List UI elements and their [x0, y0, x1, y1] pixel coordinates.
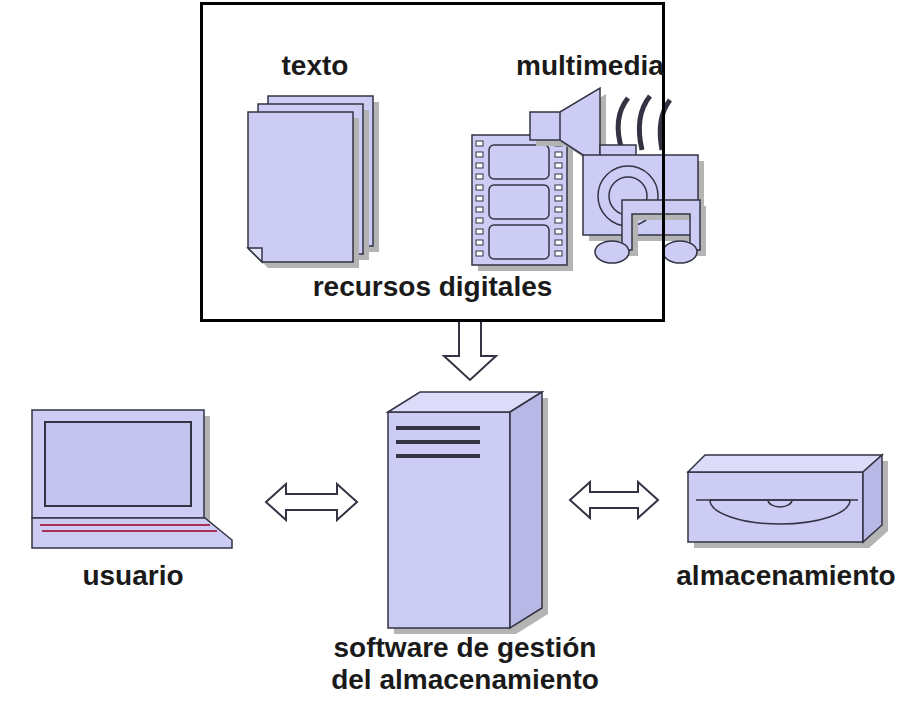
film-holes	[476, 141, 562, 256]
node-label: multimedia	[516, 50, 664, 82]
film-hole	[555, 229, 562, 234]
storage-server: software de gestión del almacenamiento	[385, 390, 545, 630]
film-hole	[555, 152, 562, 157]
film-frame	[489, 185, 549, 219]
film-hole	[476, 218, 483, 223]
multimedia-icon	[472, 88, 706, 271]
node-label: texto	[282, 50, 349, 82]
film-hole	[476, 240, 483, 245]
laptop-screen	[45, 422, 191, 506]
server-slots	[396, 428, 480, 456]
multimedia-resource: multimedia	[465, 50, 715, 270]
drive-side	[863, 455, 882, 542]
block-arrow	[266, 484, 357, 520]
text-resource: texto	[240, 50, 390, 270]
server-front	[388, 412, 510, 628]
drive-top	[688, 455, 882, 472]
node-label: usuario	[82, 560, 183, 592]
node-label: software de gestión del almacenamiento	[315, 632, 615, 696]
laptop-base	[32, 518, 232, 548]
film-hole	[555, 240, 562, 245]
film-strip	[472, 135, 567, 265]
film-hole	[476, 207, 483, 212]
user-laptop: usuario	[30, 408, 236, 550]
laptop-icon	[32, 410, 232, 548]
note-head	[595, 241, 629, 263]
note-head	[663, 241, 697, 263]
film-hole	[476, 229, 483, 234]
film-hole	[555, 218, 562, 223]
laptop-keys	[40, 525, 217, 531]
drive-slot	[696, 499, 858, 501]
resource-panel: recursos digitales texto multimedia	[200, 2, 665, 322]
film-hole	[476, 196, 483, 201]
node-label: recursos digitales	[313, 271, 553, 303]
pages-icon	[248, 96, 379, 268]
camera-body	[583, 155, 698, 235]
film-hole	[476, 251, 483, 256]
laptop-lid	[32, 410, 204, 518]
film-hole	[555, 207, 562, 212]
film-hole	[555, 163, 562, 168]
film-hole	[476, 141, 483, 146]
film-hole	[555, 251, 562, 256]
camera-wire	[639, 96, 650, 150]
page	[248, 112, 353, 262]
storage-drive: almacenamiento	[686, 452, 886, 545]
drive-front	[688, 472, 863, 542]
film-hole	[555, 196, 562, 201]
node-label: almacenamiento	[676, 560, 895, 592]
film-hole	[476, 174, 483, 179]
film-frame	[489, 145, 549, 179]
film-hole	[476, 152, 483, 157]
drive-hub	[768, 500, 792, 507]
drive-icon	[688, 455, 888, 548]
film-hole	[555, 185, 562, 190]
drive-disc	[710, 500, 850, 524]
server-icon	[388, 392, 548, 634]
camera-wire	[660, 100, 670, 150]
page-fold	[248, 248, 262, 262]
speaker-line	[559, 112, 561, 140]
film-hole	[476, 185, 483, 190]
block-arrow	[570, 482, 658, 518]
block-arrow	[444, 321, 496, 380]
camera-wire	[618, 98, 628, 150]
film-frame	[489, 225, 549, 259]
film-hole	[555, 174, 562, 179]
server-side	[510, 392, 542, 628]
film-hole	[476, 163, 483, 168]
